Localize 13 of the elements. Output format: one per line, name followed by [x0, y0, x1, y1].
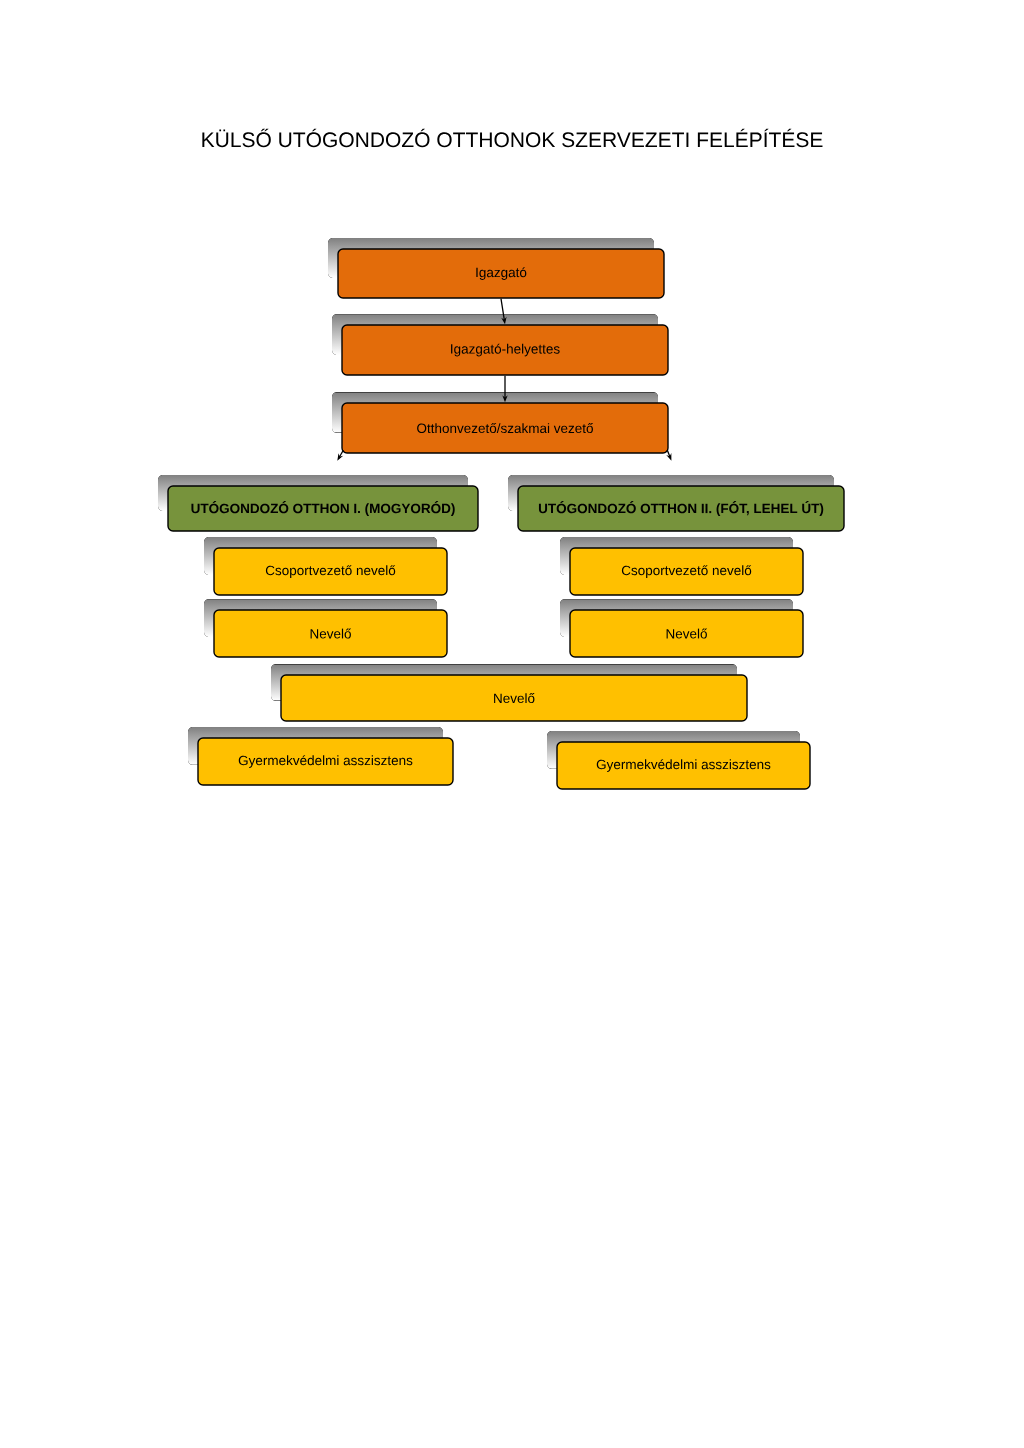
org-box: Igazgató [328, 238, 665, 299]
org-box: Otthonvezető/szakmai vezető [332, 392, 669, 454]
org-box: Nevelő [271, 664, 748, 722]
title: KÜLSŐ UTÓGONDOZÓ OTTHONOK SZERVEZETI FELÉPÍTÉSE [202, 128, 823, 148]
org-box: Gyermekvédelmi asszisztens [547, 731, 811, 790]
org-box: Igazgató-helyettes [332, 314, 669, 376]
org-box: Csoportvezető nevelő [560, 537, 804, 596]
org-box: UTÓGONDOZÓ OTTHON I. (MOGYORÓD) [158, 475, 479, 532]
org-box: Gyermekvédelmi asszisztens [188, 727, 454, 786]
org-box: Csoportvezető nevelő [204, 537, 448, 596]
org-box: Nevelő [204, 599, 448, 658]
org-box: UTÓGONDOZÓ OTTHON II. (FÓT, LEHEL ÚT) [508, 475, 845, 532]
org-box: Nevelő [560, 599, 804, 658]
